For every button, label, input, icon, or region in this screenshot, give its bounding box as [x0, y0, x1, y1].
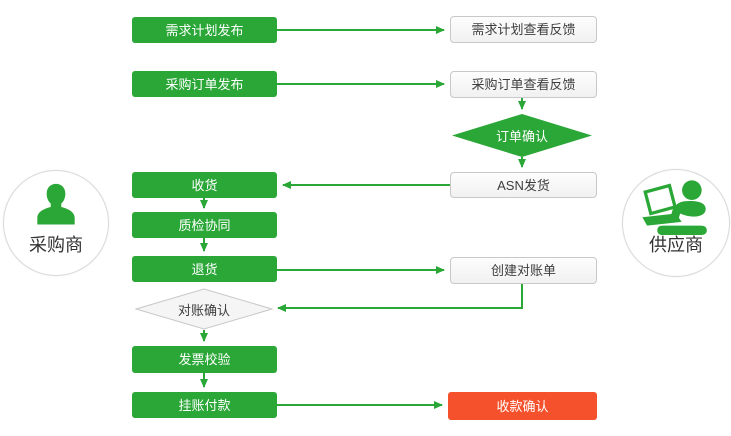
node-label: 收货	[191, 177, 218, 193]
node-book-payment: 挂账付款	[132, 392, 277, 418]
node-label: 采购订单查看反馈	[471, 77, 576, 92]
node-asn-ship: ASN发货	[450, 172, 597, 198]
node-demand-plan-publish: 需求计划发布	[132, 17, 277, 43]
node-po-publish: 采购订单发布	[132, 71, 277, 97]
user-icon	[37, 183, 75, 225]
node-label: 质检协同	[178, 217, 231, 233]
node-demand-plan-feedback: 需求计划查看反馈	[450, 16, 597, 43]
node-return-goods: 退货	[132, 256, 277, 282]
node-po-feedback: 采购订单查看反馈	[450, 71, 597, 98]
node-quality-collab: 质检协同	[132, 212, 277, 238]
node-label: 挂账付款	[178, 397, 231, 413]
node-create-statement: 创建对账单	[450, 257, 597, 284]
node-label: 对账确认	[177, 302, 230, 318]
user-laptop-icon	[642, 180, 707, 235]
decision-statement-confirm: 对账确认	[135, 288, 273, 330]
node-label: 需求计划发布	[165, 22, 244, 38]
actor-supplier-label: 供应商	[649, 235, 703, 255]
diamond-shape	[135, 288, 273, 330]
node-label: 需求计划查看反馈	[471, 22, 576, 37]
actor-supplier: 供应商	[622, 169, 730, 277]
decision-order-confirm: 订单确认	[452, 114, 592, 157]
node-label: 创建对账单	[490, 263, 556, 278]
node-invoice-verify: 发票校验	[132, 346, 277, 373]
node-label: ASN发货	[497, 177, 550, 193]
actor-buyer-label: 采购商	[29, 235, 83, 255]
node-label: 发票校验	[178, 352, 231, 367]
connector-statement-to-confirm	[277, 284, 523, 312]
node-receive: 收货	[132, 172, 277, 198]
node-label: 退货	[191, 261, 218, 277]
node-label: 收款确认	[496, 398, 549, 414]
node-label: 采购订单发布	[165, 76, 244, 92]
actor-buyer: 采购商	[3, 170, 109, 276]
diamond-shape	[452, 114, 592, 157]
node-label: 订单确认	[495, 129, 548, 144]
node-receipt-confirm: 收款确认	[448, 392, 597, 420]
